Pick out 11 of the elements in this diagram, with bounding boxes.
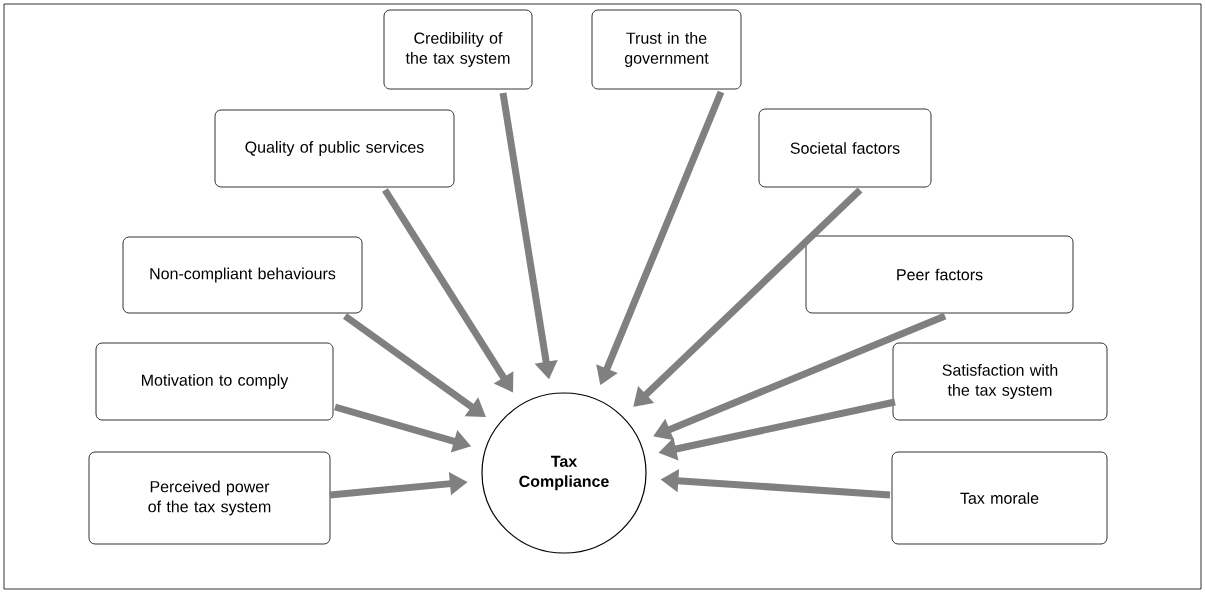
factor-box: Quality of public services	[214, 109, 455, 188]
factor-box: Perceived power of the tax system	[88, 451, 331, 545]
factor-box: Tax morale	[891, 451, 1108, 545]
factor-box: Societal factors	[758, 108, 932, 188]
factor-box: Satisfaction with the tax system	[892, 342, 1108, 421]
factor-box: Motivation to comply	[95, 342, 334, 421]
factor-box: Trust in the government	[591, 9, 742, 90]
factor-box: Non-compliant behaviours	[122, 236, 363, 314]
factor-box: Credibility of the tax system	[383, 9, 533, 90]
ellipse-node: Tax Compliance	[481, 392, 647, 554]
factor-box: Peer factors	[805, 235, 1074, 314]
